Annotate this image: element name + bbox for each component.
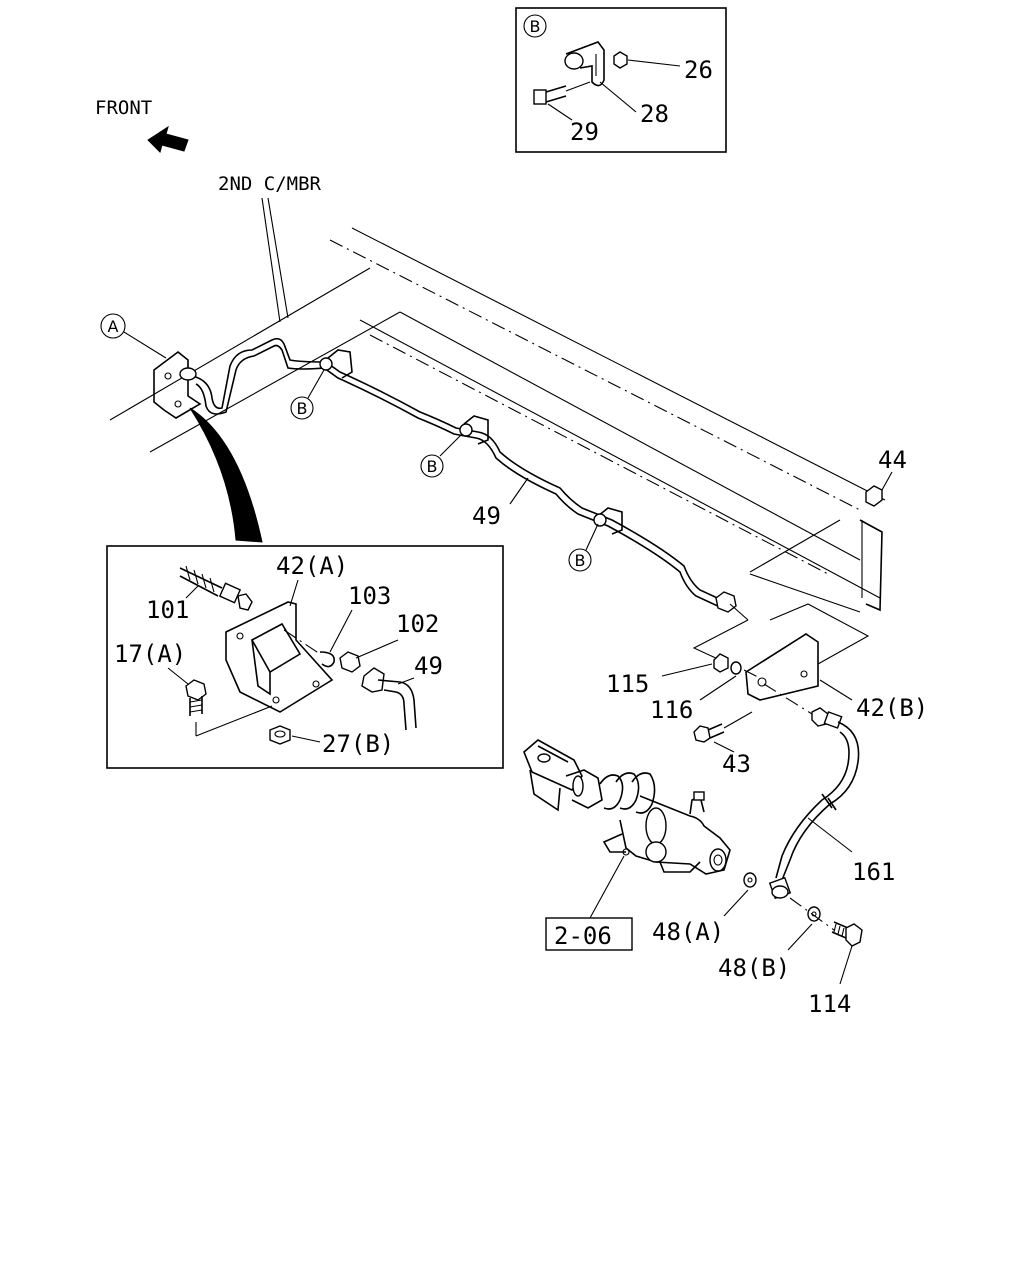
detail-a-part-102: 102 [396, 610, 439, 638]
cross-member-label: 2ND C/MBR [218, 173, 322, 195]
marker-b-3: B [568, 523, 599, 572]
detail-b-part-26: 26 [684, 56, 713, 84]
pipe-49 [191, 337, 737, 613]
callout-115: 115 [606, 670, 649, 698]
svg-text:B: B [297, 399, 308, 418]
callout-49: 49 [472, 502, 501, 530]
detail-a-inset: 42(A) 101 103 102 49 17(A) 27(B) [106, 545, 504, 769]
callout-116: 116 [650, 696, 693, 724]
washer-116: 116 [650, 661, 742, 724]
callout-44: 44 [878, 446, 907, 474]
nut-115: 115 [606, 653, 729, 698]
detail-a-part-17a: 17(A) [114, 640, 186, 668]
svg-text:B: B [427, 457, 438, 476]
detail-b-marker: B [530, 17, 541, 36]
detail-a-part-103: 103 [348, 582, 391, 610]
marker-a: A [100, 313, 167, 359]
detail-a-part-101: 101 [146, 596, 189, 624]
callout-48b: 48(B) [718, 954, 790, 982]
nut-44: 44 [865, 446, 907, 507]
frame-rail [109, 227, 886, 613]
washer-48a: 48(A) [652, 872, 757, 946]
callout-161: 161 [852, 858, 895, 886]
detail-a-part-42a: 42(A) [276, 552, 348, 580]
front-arrow-icon [147, 125, 189, 153]
clip-b-1 [319, 349, 353, 379]
detail-a-part-27b: 27(B) [322, 730, 394, 758]
cross-member-leader [267, 197, 289, 319]
clutch-master-cylinder [523, 739, 731, 919]
callout-48a: 48(A) [652, 918, 724, 946]
marker-b-1: B [290, 369, 325, 420]
clip-b-3 [593, 507, 623, 535]
marker-b-2: B [420, 433, 463, 478]
svg-text:A: A [108, 317, 119, 336]
svg-text:B: B [575, 551, 586, 570]
callout-ref: 2-06 [554, 922, 612, 950]
front-label: FRONT [95, 97, 152, 119]
callout-43: 43 [722, 750, 751, 778]
washer-48b: 48(B) [718, 906, 821, 982]
detail-a-part-49: 49 [414, 652, 443, 680]
clip-b-2 [459, 415, 489, 445]
callout-114: 114 [808, 990, 851, 1018]
bracket-42b: 42(B) [745, 603, 928, 722]
bolt-43: 43 [693, 711, 753, 778]
detail-a-pointer-icon [189, 407, 263, 543]
bracket-a [153, 350, 202, 419]
ref-box-2-06: 2-06 [545, 917, 633, 951]
detail-b-part-28: 28 [640, 100, 669, 128]
bolt-114: 114 [808, 921, 863, 1018]
callout-42b: 42(B) [856, 694, 928, 722]
detail-b-inset: B 26 28 29 [515, 7, 727, 153]
hose-161: 161 [768, 707, 895, 900]
detail-b-part-29: 29 [570, 118, 599, 146]
